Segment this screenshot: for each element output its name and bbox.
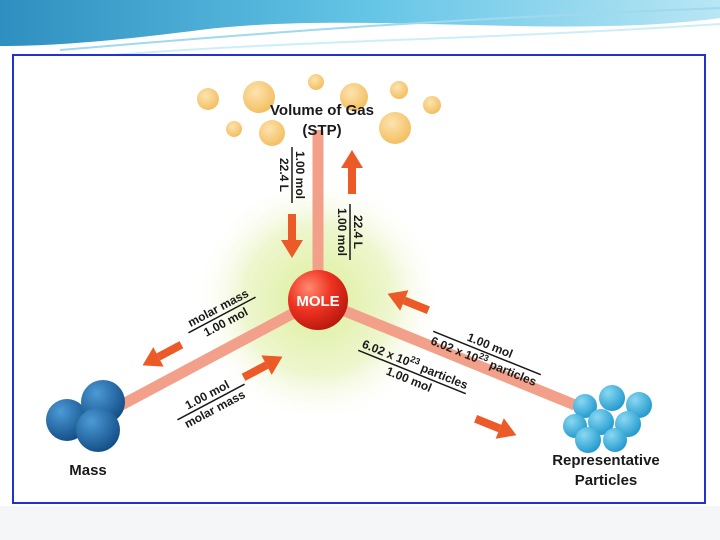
connector-mass [109,295,321,415]
factor-gas-to-mole: 1.00 mol 22.4 L [277,147,307,203]
mass-spheres [46,380,125,452]
top-banner [0,0,720,57]
arrow-mole-to-gas [341,150,363,194]
arrow-gas-to-mole [281,214,303,258]
factor-gas-to-mole-denominator: 22.4 L [277,158,291,192]
arrow-mole-to-particles [474,415,517,439]
mole-label: MOLE [296,293,339,310]
mole-sphere [288,270,348,330]
arrow-particles-to-mole [387,290,430,314]
particles-label-line2: Particles [575,472,638,489]
gas-bubbles [197,74,441,146]
gas-title-line2: (STP) [302,122,341,139]
particles-label-line1: Representative [552,452,660,469]
factor-mole-to-gas: 22.4 L 1.00 mol [335,204,365,260]
particle-spheres [563,385,652,453]
arrow-mole-to-mass [142,341,184,367]
bottom-band [0,506,720,540]
factor-mole-to-gas-numerator: 22.4 L [351,215,365,249]
arrow-mass-to-mole [241,355,283,381]
gas-title-line1: Volume of Gas [270,102,374,119]
factor-mole-to-gas-denominator: 1.00 mol [335,208,349,256]
factor-gas-to-mole-numerator: 1.00 mol [293,151,307,199]
connector-particles [315,294,578,411]
mass-label: Mass [69,462,107,479]
